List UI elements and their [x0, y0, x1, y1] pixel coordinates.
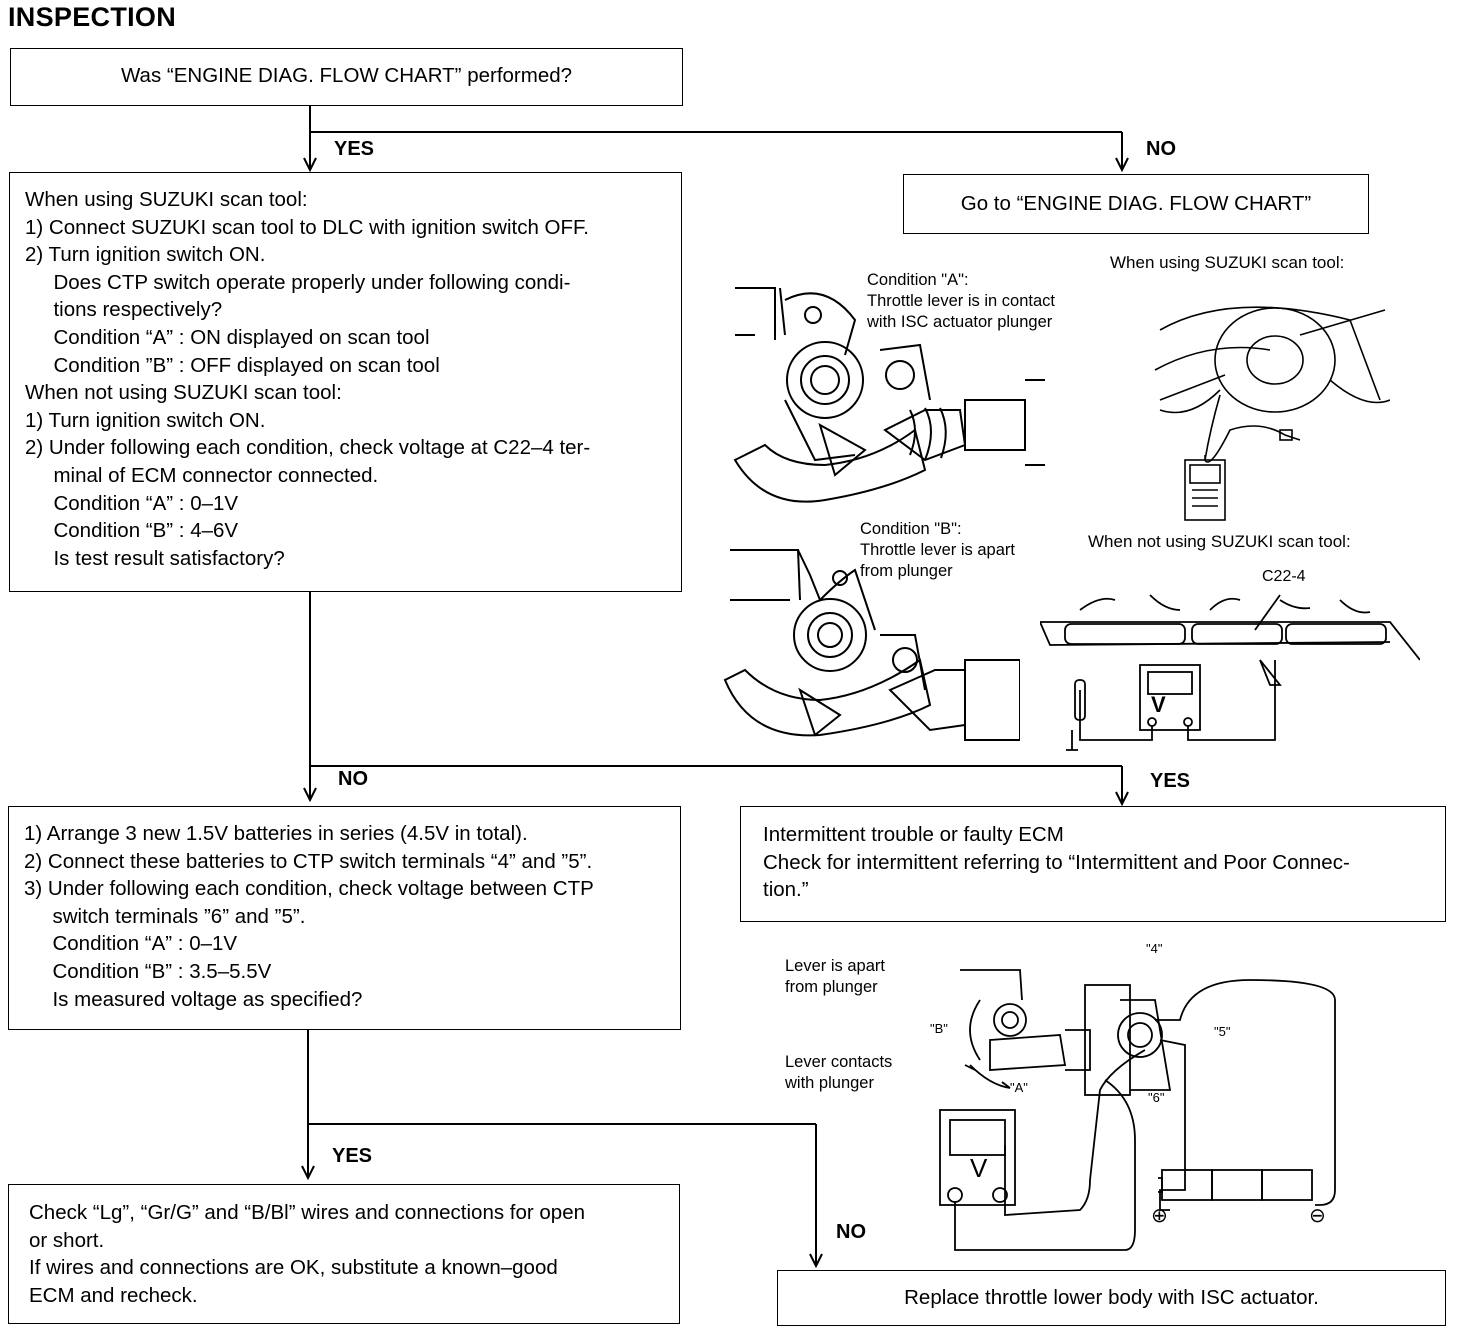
caption-lever-apart: Lever is apart from plunger [785, 957, 885, 996]
label-no-2: NO [338, 768, 368, 790]
step1-line: Does CTP switch operate properly under f… [25, 270, 571, 294]
step2-line: 3) Under following each condition, check… [24, 877, 594, 901]
ctp-switch-circuit-illustration [930, 940, 1350, 1260]
replace-box: Replace throttle lower body with ISC act… [777, 1270, 1446, 1326]
condition-a-arrow-label: "A" [1010, 1080, 1028, 1095]
question-box: Was “ENGINE DIAG. FLOW CHART” performed? [10, 48, 683, 106]
step1-line: 2) Under following each condition, check… [25, 436, 591, 460]
condition-b-arrow-label: "B" [930, 1021, 948, 1036]
caption-c22-4: C22-4 [1262, 568, 1306, 585]
check-wires-line: Check “Lg”, “Gr/G” and “B/Bl” wires and … [29, 1201, 586, 1224]
check-wires-line: ECM and recheck. [29, 1283, 198, 1307]
terminal-4-label: "4" [1146, 941, 1163, 956]
question-text: Was “ENGINE DIAG. FLOW CHART” performed? [120, 64, 573, 87]
intermittent-box: Intermittent trouble or faulty ECM Check… [740, 806, 1446, 922]
caption-lever-contacts: Lever contacts with plunger [785, 1053, 893, 1092]
label-no-1: NO [1146, 138, 1176, 160]
check-wires-line: or short. [29, 1228, 105, 1252]
step1-line: Condition “A” : 0–1V [25, 491, 239, 515]
intermittent-line: tion.” [763, 878, 809, 902]
step2-line: Is measured voltage as specified? [24, 987, 363, 1011]
caption-condition-b: Condition "B": Throttle lever is apart f… [860, 520, 1015, 580]
step2-box: 1) Arrange 3 new 1.5V batteries in serie… [8, 806, 681, 1030]
step2-line: 2) Connect these batteries to CTP switch… [24, 849, 593, 873]
goto-box: Go to “ENGINE DIAG. FLOW CHART” [903, 174, 1369, 234]
caption-scan-tool-not-using: When not using SUZUKI scan tool: [1088, 532, 1351, 551]
check-wires-line: If wires and connections are OK, substit… [29, 1256, 558, 1280]
step2-line: Condition “B” : 3.5–5.5V [24, 959, 272, 983]
terminal-6-label: "6" [1148, 1090, 1165, 1105]
step1-line: When not using SUZUKI scan tool: [25, 381, 342, 405]
step1-line: 1) Turn ignition switch ON. [25, 408, 266, 432]
label-yes-1: YES [334, 138, 375, 160]
step1-line: When using SUZUKI scan tool: [25, 188, 308, 211]
label-yes-2: YES [1150, 770, 1191, 792]
scan-tool-illustration [1150, 280, 1391, 530]
caption-condition-a: Condition "A": Throttle lever is in cont… [867, 271, 1055, 331]
page-title: INSPECTION [8, 2, 177, 32]
terminal-5-label: "5" [1214, 1024, 1231, 1039]
step1-line: Condition “B” : 4–6V [25, 519, 239, 543]
step1-line: Is test result satisfactory? [25, 546, 285, 570]
step2-line: switch terminals ”6” and ”5”. [24, 904, 306, 928]
step1-line: 1) Connect SUZUKI scan tool to DLC with … [25, 215, 589, 239]
goto-text: Go to “ENGINE DIAG. FLOW CHART” [960, 192, 1312, 215]
label-no-3: NO [836, 1221, 866, 1243]
step2-line: Condition “A” : 0–1V [24, 932, 238, 956]
step1-box: When using SUZUKI scan tool: 1) Connect … [9, 172, 682, 592]
throttle-condition-b-illustration [720, 540, 1021, 750]
battery-minus-icon: ⊖ [1309, 1205, 1326, 1227]
voltmeter-v-label-2: V [970, 1153, 988, 1183]
step2-line: 1) Arrange 3 new 1.5V batteries in serie… [24, 822, 528, 845]
throttle-condition-a-illustration [725, 260, 1045, 510]
label-yes-3: YES [332, 1145, 373, 1167]
step1-line: 2) Turn ignition switch ON. [25, 243, 266, 267]
battery-plus-icon: ⊕ [1151, 1205, 1168, 1227]
step1-line: Condition “A” : ON displayed on scan too… [25, 325, 430, 349]
caption-scan-tool-using: When using SUZUKI scan tool: [1110, 253, 1345, 272]
intermittent-line: Intermittent trouble or faulty ECM [763, 823, 1064, 846]
step1-line: minal of ECM connector connected. [25, 463, 379, 487]
step1-line: tions respectively? [25, 298, 223, 322]
ecm-connector-illustration [1039, 580, 1421, 755]
voltmeter-v-label: V [1151, 692, 1166, 717]
intermittent-line: Check for intermittent referring to “Int… [763, 850, 1350, 874]
replace-text: Replace throttle lower body with ISC act… [904, 1286, 1319, 1309]
step1-line: Condition ”B” : OFF displayed on scan to… [25, 353, 440, 377]
check-wires-box: Check “Lg”, “Gr/G” and “B/Bl” wires and … [8, 1184, 680, 1324]
